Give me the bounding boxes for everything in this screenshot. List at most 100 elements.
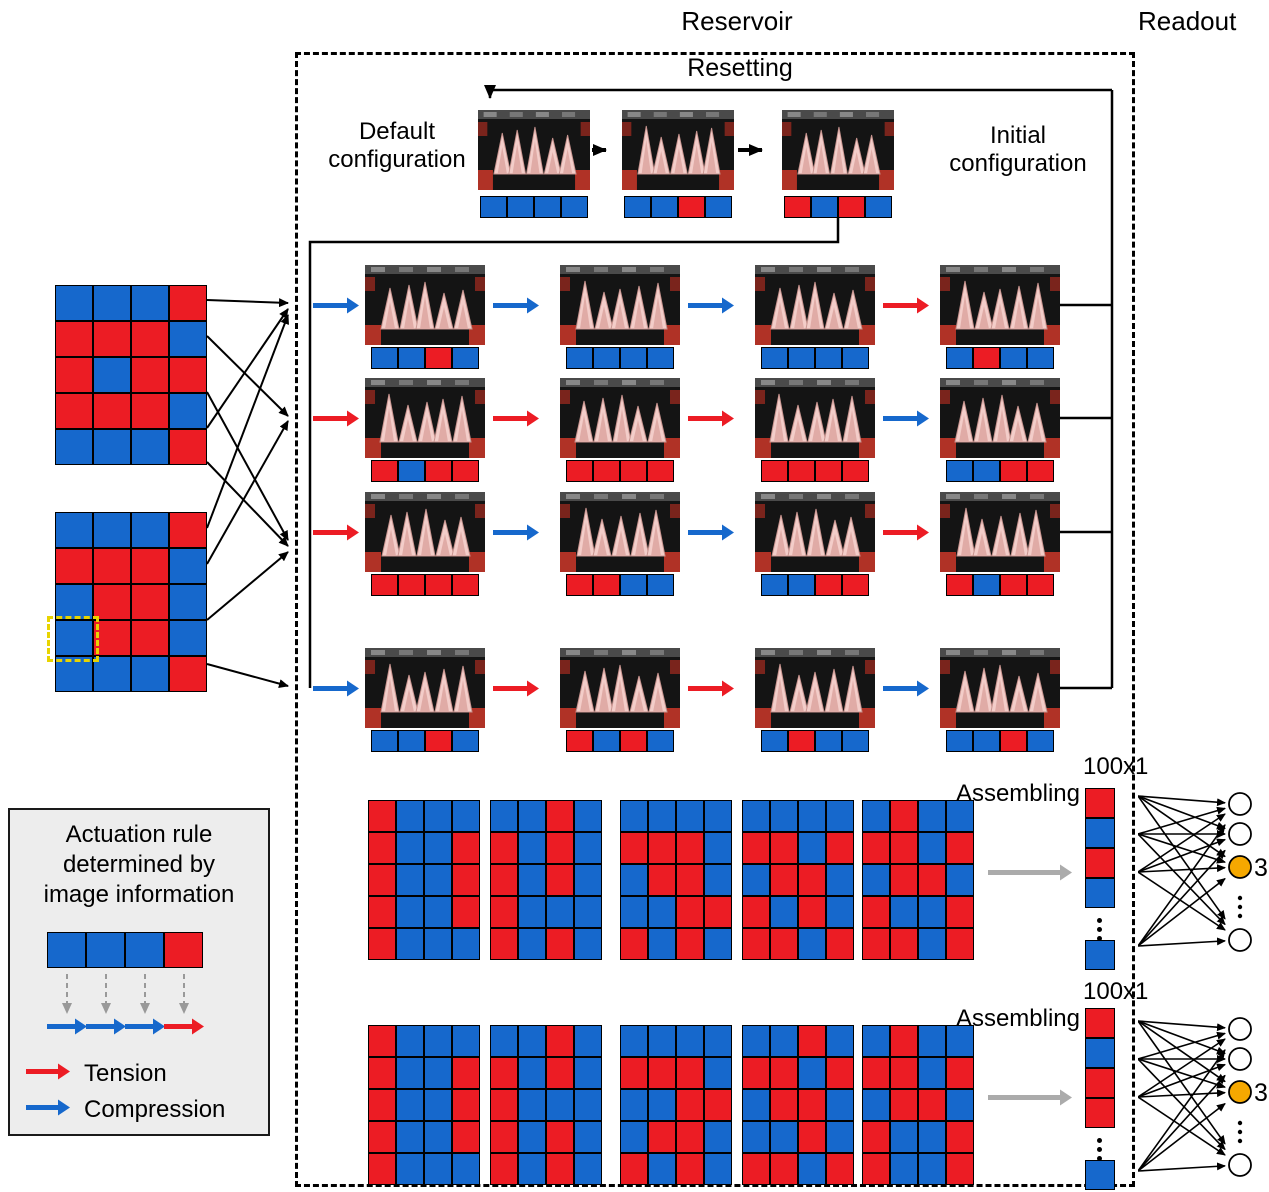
compression-arrow <box>493 522 539 548</box>
state-cell <box>826 1089 854 1121</box>
state-cell <box>826 832 854 864</box>
state-cell <box>826 1153 854 1185</box>
compression-arrow <box>883 678 929 704</box>
state-cell <box>574 1025 602 1057</box>
state-cell <box>452 800 480 832</box>
state-cell <box>648 1089 676 1121</box>
state-cell <box>1000 730 1027 752</box>
state-cell <box>424 1025 452 1057</box>
state-cell <box>452 864 480 896</box>
state-cell <box>55 620 93 656</box>
origami-photo <box>940 265 1060 350</box>
state-cell <box>648 896 676 928</box>
assembled-state-grid <box>862 800 974 960</box>
compression-arrow <box>85 1016 126 1042</box>
state-cell <box>518 896 546 928</box>
origami-photo <box>365 378 485 463</box>
state-cell <box>368 896 396 928</box>
state-cell <box>826 896 854 928</box>
state-cell <box>93 620 131 656</box>
state-cell <box>1027 460 1054 482</box>
state-cell <box>131 512 169 548</box>
state-cell <box>425 460 452 482</box>
vector-cell <box>1085 1008 1115 1038</box>
state-cell <box>862 864 890 896</box>
state-cell <box>620 864 648 896</box>
state-cell <box>842 574 869 596</box>
state-cell <box>788 730 815 752</box>
state-cell <box>648 832 676 864</box>
compression-arrow <box>124 1016 165 1042</box>
tension-arrow <box>493 408 539 434</box>
origami-photo <box>560 492 680 577</box>
state-cell <box>890 800 918 832</box>
origami-photo <box>782 110 894 195</box>
state-cell <box>704 864 732 896</box>
state-cell <box>1000 460 1027 482</box>
state-cell <box>798 1057 826 1089</box>
state-cell <box>838 196 865 218</box>
state-cell <box>93 393 131 429</box>
readout-label: Readout <box>1138 6 1237 36</box>
state-cell <box>770 896 798 928</box>
state-cell <box>169 512 207 548</box>
state-cell <box>842 347 869 369</box>
state-cell <box>973 347 1000 369</box>
state-cell <box>593 460 620 482</box>
state-bar <box>566 574 674 596</box>
state-cell <box>946 1025 974 1057</box>
state-cell <box>1000 347 1027 369</box>
state-cell <box>398 574 425 596</box>
svg-text:3: 3 <box>1254 854 1268 882</box>
state-cell <box>371 347 398 369</box>
state-cell <box>742 1025 770 1057</box>
state-cell <box>676 896 704 928</box>
state-cell <box>798 800 826 832</box>
compression-arrow <box>883 408 929 434</box>
state-cell <box>398 730 425 752</box>
state-cell <box>452 1121 480 1153</box>
state-cell <box>770 1089 798 1121</box>
state-cell <box>534 196 561 218</box>
state-cell <box>648 1121 676 1153</box>
state-bar <box>761 730 869 752</box>
state-cell <box>169 393 207 429</box>
state-cell <box>946 928 974 960</box>
state-cell <box>424 1057 452 1089</box>
state-cell <box>704 800 732 832</box>
state-cell <box>93 656 131 692</box>
state-cell <box>396 1089 424 1121</box>
tension-arrow <box>688 678 734 704</box>
state-cell <box>518 1121 546 1153</box>
state-cell <box>452 460 479 482</box>
state-cell <box>918 896 946 928</box>
state-cell <box>396 1025 424 1057</box>
resetting-label: Resetting <box>687 54 793 82</box>
state-cell <box>798 864 826 896</box>
input-mapping-arrows <box>206 298 290 688</box>
state-cell <box>770 832 798 864</box>
state-cell <box>862 928 890 960</box>
vector-cell <box>1085 818 1115 848</box>
state-cell <box>784 196 811 218</box>
assembled-state-grid <box>490 1025 602 1185</box>
state-cell <box>862 1089 890 1121</box>
state-cell <box>648 1025 676 1057</box>
state-cell <box>798 928 826 960</box>
state-cell <box>918 800 946 832</box>
state-cell <box>742 832 770 864</box>
assembled-state-grid <box>368 800 480 960</box>
state-cell <box>647 730 674 752</box>
tension-arrow <box>688 408 734 434</box>
state-cell <box>490 800 518 832</box>
state-cell <box>946 832 974 864</box>
vector-cell <box>1085 848 1115 878</box>
state-cell <box>164 932 203 968</box>
state-cell <box>546 832 574 864</box>
origami-photo <box>755 492 875 577</box>
state-cell <box>770 1121 798 1153</box>
state-cell <box>815 347 842 369</box>
state-cell <box>826 1025 854 1057</box>
state-cell <box>425 574 452 596</box>
state-cell <box>704 1121 732 1153</box>
